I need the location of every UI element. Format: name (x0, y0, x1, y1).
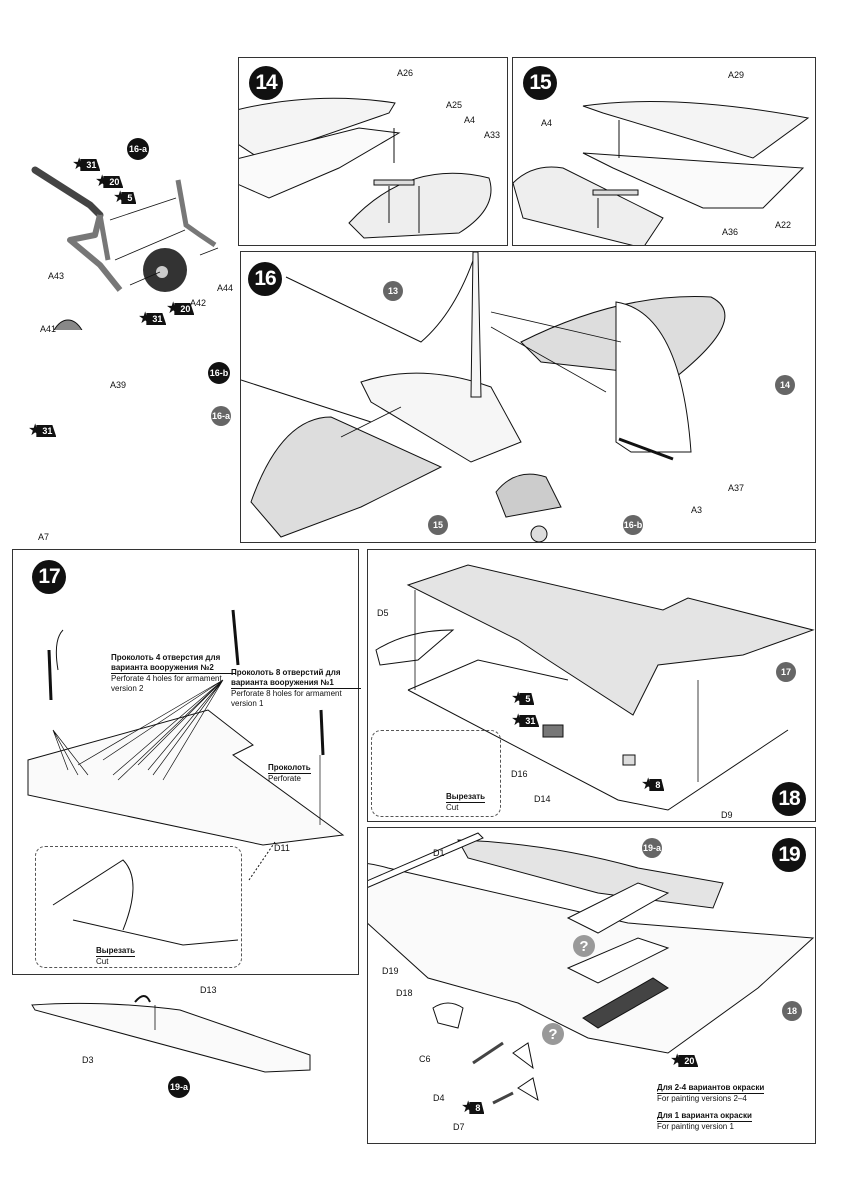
part-label-a3: A3 (691, 505, 703, 515)
paint-code-31: ★31 (28, 423, 57, 439)
step-18-drawing (375, 564, 815, 811)
part-label-a4: A4 (464, 115, 476, 125)
part-label-d4: D4 (433, 1093, 445, 1103)
ref-badge-15: 15 (428, 515, 448, 535)
step-16-drawing (241, 252, 726, 542)
step-19-panel: 19 19-a 18 D1 D19 D18 C6 D4 D7 ? ? ★20 ★… (367, 827, 816, 1144)
part-label-a37: A37 (728, 483, 745, 493)
ref-badge-16a: 16-a (211, 406, 231, 426)
ref-badge-18: 18 (782, 1001, 802, 1021)
part-label-d7: D7 (453, 1122, 465, 1132)
part-label-c6: C6 (419, 1054, 431, 1064)
step-14-panel: 14 A26 A25 A4 A33 (238, 57, 508, 246)
step-18-number: 18 (772, 782, 806, 816)
step-17-number: 17 (32, 560, 66, 594)
cut-ru: Вырезать (446, 792, 486, 803)
part-label-d5: D5 (377, 608, 389, 618)
note-1-ru: Для 1 варианта окраски (657, 1111, 752, 1122)
note-cut: Вырезать Cut (96, 946, 136, 967)
ref-badge-14: 14 (775, 375, 795, 395)
part-label-a41: A41 (40, 324, 57, 334)
note-painting-2-4: Для 2-4 вариантов окраски For painting v… (657, 1083, 765, 1104)
step-18-panel: 18 17 D5 D16 D14 D9 ★5 ★31 ★8 Вырезать C… (367, 549, 816, 822)
paint-code-20: ★20 (166, 301, 195, 317)
note-v2-en: Perforate 4 holes for armament version 2 (111, 674, 222, 693)
detail-inset-cut (371, 730, 501, 817)
part-label-a42: A42 (190, 298, 207, 308)
part-label-a4: A4 (541, 118, 553, 128)
ref-badge-13: 13 (383, 281, 403, 301)
substep-16b-badge: 16-b (208, 362, 230, 384)
ref-badge-16b: 16-b (623, 515, 643, 535)
part-label-a22: A22 (775, 220, 792, 230)
note-24-en: For painting versions 2–4 (657, 1094, 747, 1103)
note-24-ru: Для 2-4 вариантов окраски (657, 1083, 765, 1094)
paint-code-31: ★31 (72, 157, 101, 173)
step-17-panel: 17 Проколоть 4 отверстия для варианта во… (12, 549, 361, 975)
detail-inset-cut (35, 846, 242, 968)
note-v1-ru: Проколоть 8 отверстий для варианта воору… (231, 668, 361, 689)
optional-question-icon: ? (573, 935, 595, 957)
part-label-a39: A39 (110, 380, 127, 390)
part-label-a29: A29 (728, 70, 745, 80)
part-label-d11: D11 (274, 843, 290, 853)
substep-19a-badge: 19-a (168, 1076, 190, 1098)
note-cut: Вырезать Cut (446, 792, 486, 813)
cut-ru: Вырезать (96, 946, 136, 957)
paint-code-31: ★31 (138, 311, 167, 327)
perforate-en: Perforate (268, 774, 301, 783)
note-painting-1: Для 1 варианта окраски For painting vers… (657, 1111, 752, 1132)
part-label-a43: A43 (48, 271, 65, 281)
part-label-d19: D19 (382, 966, 399, 976)
step-19a-drawing (31, 995, 311, 1073)
step-16-panel: 16 13 14 15 16-b A3 A37 (240, 251, 816, 543)
note-v1-en: Perforate 8 holes for armament version 1 (231, 689, 342, 708)
cut-en: Cut (446, 803, 459, 812)
part-label-a33: A33 (484, 130, 501, 140)
perforate-ru: Проколоть (268, 763, 311, 774)
step-15-number: 15 (523, 66, 557, 100)
cut-en: Cut (96, 957, 109, 966)
part-label-d3: D3 (82, 1055, 94, 1065)
substep-16a-badge: 16-a (127, 138, 149, 160)
optional-question-icon: ? (542, 1023, 564, 1045)
ref-badge-19a: 19-a (642, 838, 662, 858)
step-14-drawing (239, 97, 492, 239)
part-label-d13: D13 (200, 985, 217, 995)
note-armament-v1: Проколоть 8 отверстий для варианта воору… (231, 668, 361, 709)
step-19-drawing (368, 832, 815, 1105)
part-label-d18: D18 (396, 988, 413, 998)
paint-code-20: ★20 (95, 174, 124, 190)
paint-code-31: ★31 (511, 713, 540, 729)
paint-code-20: ★20 (670, 1053, 699, 1069)
step-17-drawing (27, 609, 345, 946)
part-label-a26: A26 (397, 68, 414, 78)
part-label-d9: D9 (721, 810, 733, 820)
step-14-number: 14 (249, 66, 283, 100)
part-label-a25: A25 (446, 100, 463, 110)
step-15-drawing (513, 101, 810, 245)
part-label-a36: A36 (722, 227, 739, 237)
ref-badge-17: 17 (776, 662, 796, 682)
step-16a-drawing (31, 166, 219, 330)
paint-code-5: ★5 (113, 190, 137, 206)
step-15-panel: 15 A29 A4 A22 A36 (512, 57, 816, 246)
step-19-number: 19 (772, 838, 806, 872)
note-armament-v2: Проколоть 4 отверстия для варианта воору… (111, 653, 236, 694)
step-16-number: 16 (248, 262, 282, 296)
part-label-d14: D14 (534, 794, 551, 804)
paint-code-5: ★5 (511, 691, 535, 707)
note-perforate: Проколоть Perforate (268, 763, 311, 784)
note-1-en: For painting version 1 (657, 1122, 734, 1131)
note-v2-ru: Проколоть 4 отверстия для варианта воору… (111, 653, 236, 674)
part-label-a44: A44 (217, 283, 234, 293)
part-label-a7: A7 (38, 532, 50, 542)
paint-code-8: ★8 (461, 1100, 485, 1116)
part-label-d1: D1 (433, 848, 445, 858)
part-label-d16: D16 (511, 769, 528, 779)
paint-code-8: ★8 (641, 777, 665, 793)
